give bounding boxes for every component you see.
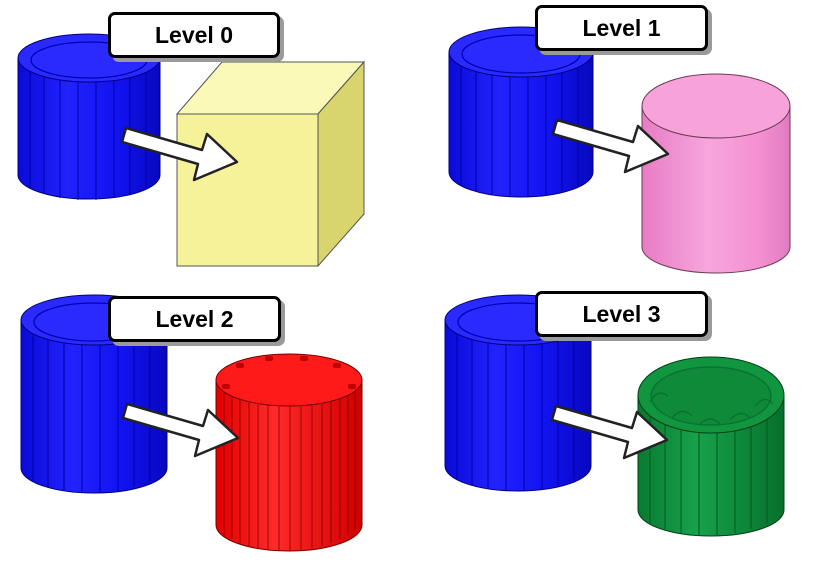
level-label: Level 2 [108,296,281,342]
red-ribbed-cylinder [215,353,363,552]
right-arrow-icon [550,404,669,460]
right-arrow-icon [121,402,240,458]
level-label: Level 3 [535,291,708,337]
level-label: Level 0 [108,12,280,58]
blue-source-cylinder [448,26,594,198]
panel-level-3 [444,294,785,537]
panel-level-0 [17,33,366,268]
level-label: Level 1 [535,5,708,51]
right-arrow-icon [551,118,670,174]
green-scalloped-cylinder [637,356,785,537]
right-arrow-icon [120,126,239,182]
blue-source-cylinder [17,33,161,200]
panel-level-1 [448,26,791,274]
pink-cylinder [641,73,791,274]
